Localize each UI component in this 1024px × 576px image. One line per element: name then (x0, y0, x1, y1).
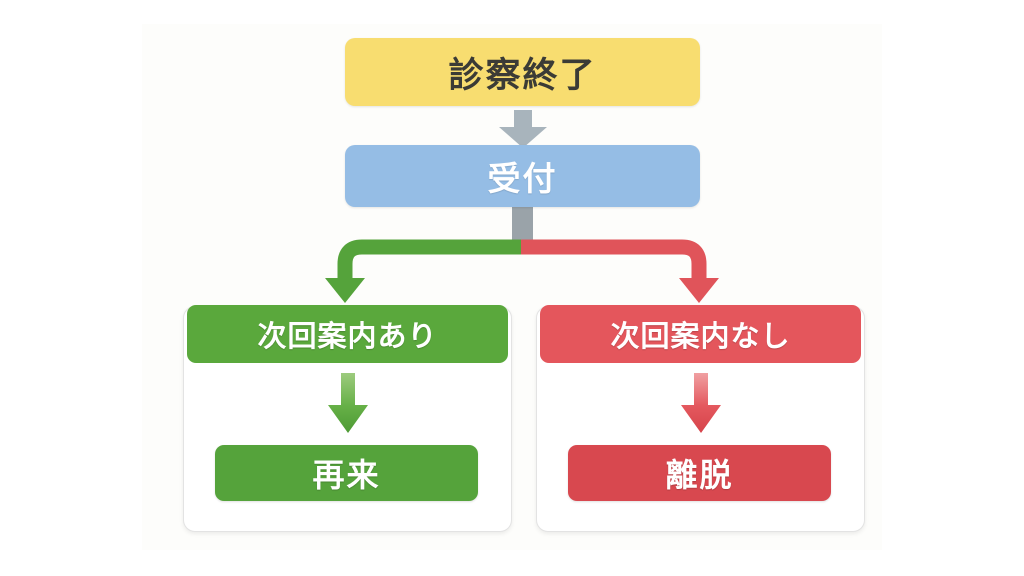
branch-header-with-next-appointment[interactable]: 次回案内あり (187, 305, 508, 363)
branch-header-without-next-appointment[interactable]: 次回案内なし (540, 305, 861, 363)
node-end-of-consultation[interactable]: 診察終了 (345, 38, 700, 106)
arrow-down-icon-red (680, 373, 721, 433)
outcome-pill-return-visit[interactable]: 再来 (215, 445, 478, 501)
node-reception[interactable]: 受付 (345, 145, 700, 207)
outcome-pill-dropout[interactable]: 離脱 (568, 445, 831, 501)
branch-panel-without-next-appointment: 次回案内なし 離脱 (536, 305, 865, 532)
arrow-down-icon-green (327, 373, 368, 433)
branch-panel-with-next-appointment: 次回案内あり 再来 (183, 305, 512, 532)
arrow-down-icon-main (499, 110, 547, 148)
